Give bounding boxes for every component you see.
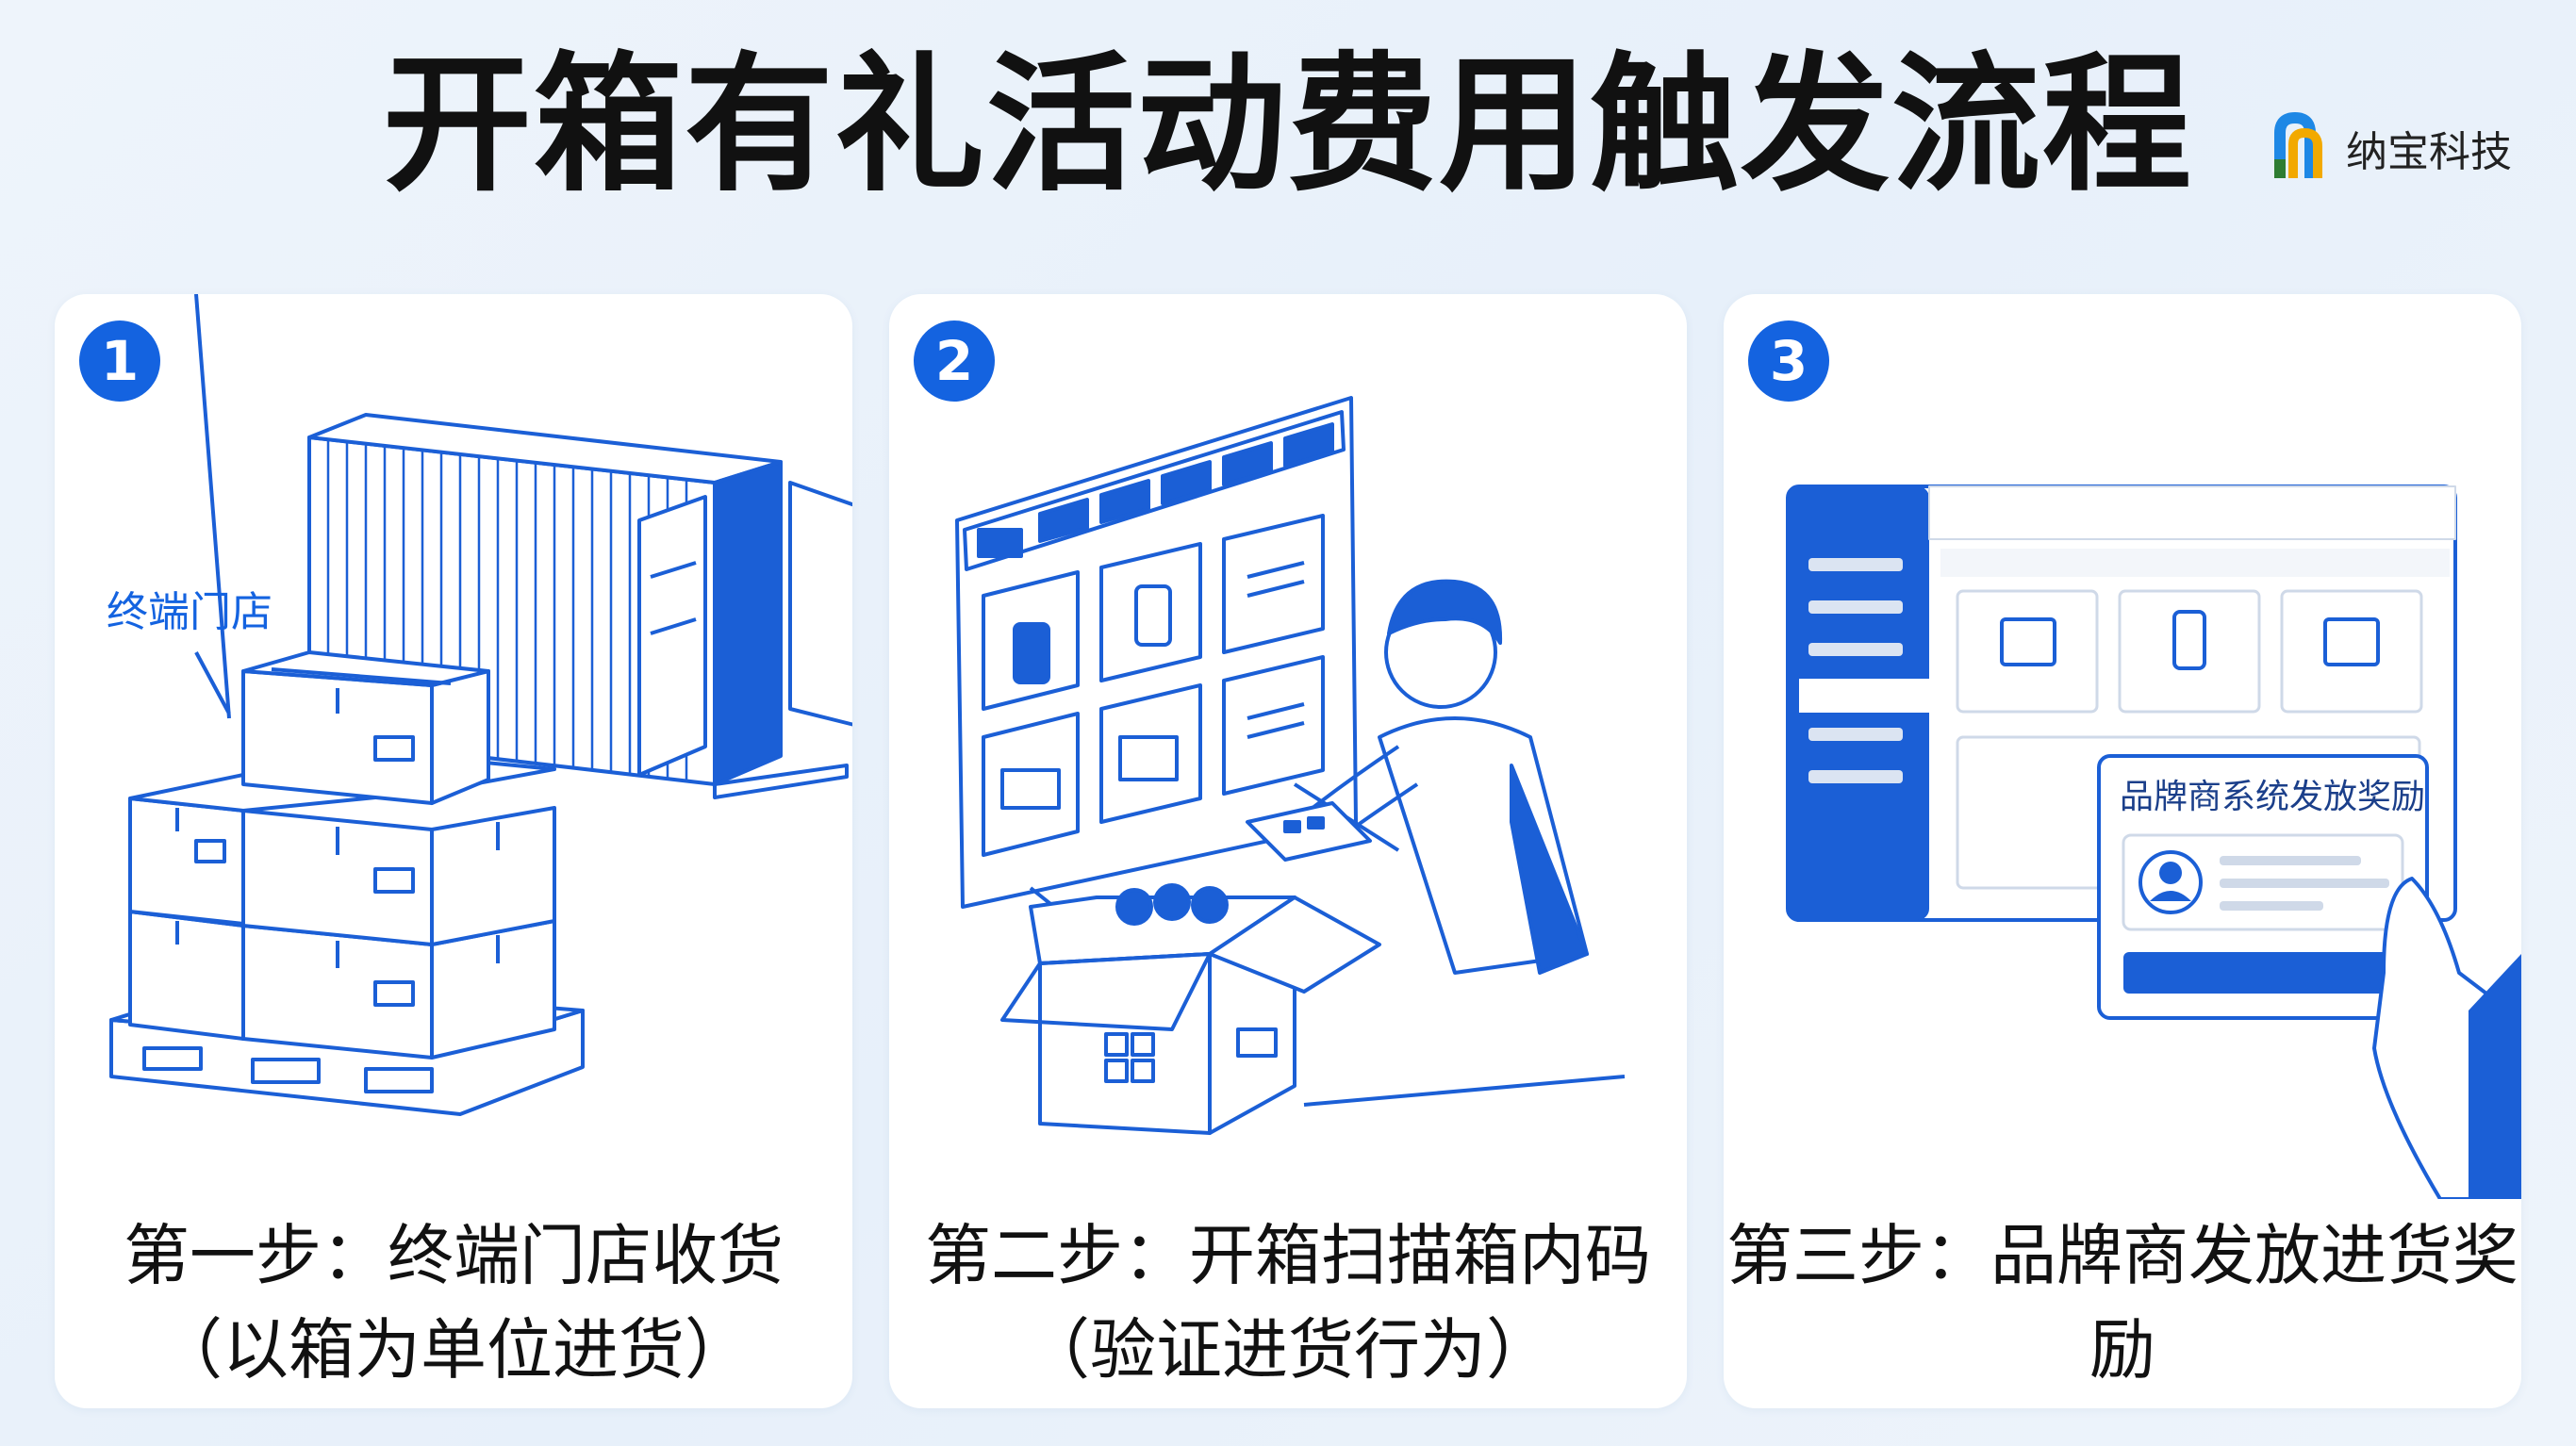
caption-line-2: （费用精准触发） xyxy=(1724,1397,2521,1408)
reward-popup-title: 品牌商系统发放奖励 xyxy=(2120,778,2425,816)
step-card-1: 1 xyxy=(55,294,852,1408)
step-number-badge: 1 xyxy=(79,320,160,402)
caption-line-2: （验证进货行为） xyxy=(1024,1311,1552,1388)
step-caption: 第一步：终端门店收货 （以箱为单位进货） xyxy=(55,1208,852,1397)
container-pallet-boxes-illustration: 终端门店 xyxy=(107,294,852,1116)
brand-logo-icon xyxy=(2274,112,2322,178)
scan-open-box-illustration xyxy=(955,396,1626,1135)
caption-line-1: 第二步：开箱扫描箱内码 xyxy=(925,1217,1651,1294)
step-caption: 第三步：品牌商发放进货奖励 （费用精准触发） xyxy=(1724,1208,2521,1408)
callout-label: 终端门店 xyxy=(107,588,272,636)
page-title: 开箱有礼活动费用触发流程 xyxy=(383,39,2193,212)
caption-line-2: （以箱为单位进货） xyxy=(157,1311,751,1388)
caption-line-1: 第三步：品牌商发放进货奖励 xyxy=(1726,1217,2518,1388)
brand: 纳宝科技 xyxy=(2272,106,2546,190)
step-card-3: 3 xyxy=(1724,294,2521,1408)
caption-line-1: 第一步：终端门店收货 xyxy=(124,1217,784,1294)
step-card-2: 2 xyxy=(889,294,1687,1408)
step-number-badge: 3 xyxy=(1748,320,1829,402)
step-caption: 第二步：开箱扫描箱内码 （验证进货行为） xyxy=(889,1208,1687,1397)
tablet-reward-illustration: 品牌商系统发放奖励 xyxy=(1786,485,2521,1199)
brand-name: 纳宝科技 xyxy=(2346,128,2512,176)
step-number-badge: 2 xyxy=(914,320,995,402)
